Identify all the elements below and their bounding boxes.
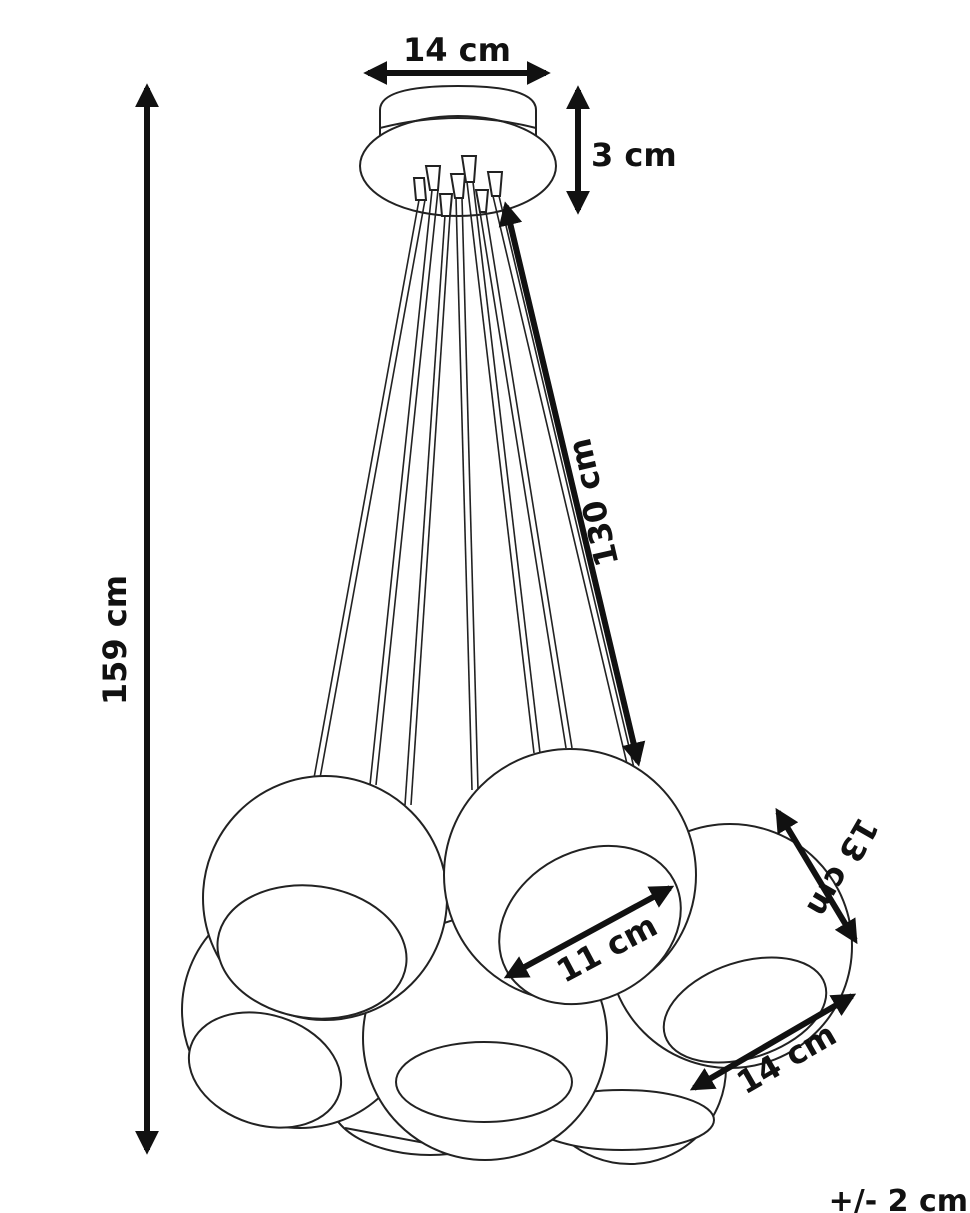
cable-length-label: 130 cm xyxy=(560,435,626,570)
canopy-height-label: 3 cm xyxy=(591,136,677,174)
tolerance-note: +/- 2 cm xyxy=(829,1184,968,1213)
cable-grips xyxy=(412,155,504,217)
shade-left-upper xyxy=(202,775,448,1021)
total-height-label: 159 cm xyxy=(96,575,134,705)
shade-diameter-arrow xyxy=(689,993,857,1091)
cable-length-arrow xyxy=(498,201,646,767)
ceiling-canopy xyxy=(359,84,557,217)
shade-height-arrow xyxy=(775,807,858,945)
canopy-width-label: 14 cm xyxy=(403,31,511,69)
shade-opening-arrow xyxy=(503,885,675,979)
